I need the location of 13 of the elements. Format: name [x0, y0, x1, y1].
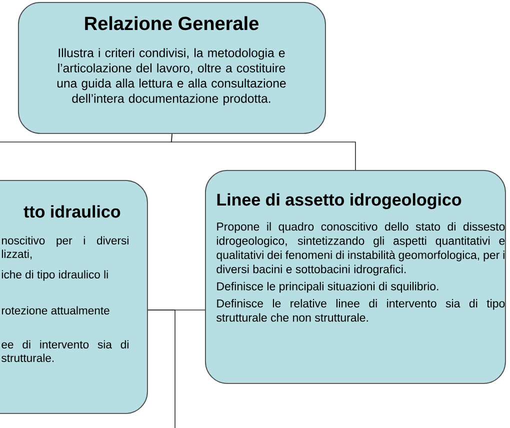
box-paragraph: Definisce le principali situazioni di squilibrio. [217, 282, 438, 293]
box-description: Illustra i criteri condivisi, la metodologia e l’articolazione del lavoro, oltre a costituire una guida alla lettura e alla consultazione dell’intera documentazione prodotta. [57, 48, 286, 106]
box-paragraph: Definisce le relative linee di intervento sia di tipo strutturale che non strutturale. [216, 299, 505, 322]
box-heading: Linee di assetto idrogeologico [217, 193, 462, 210]
box-paragraph: Propone il quadro conoscitivo dello stato di dissesto idrogeologico, sintetizzando gli aspetti quantitativi e qualitativi dei fenomeni di instabilità geomorfologica, per i diversi bacini e sottobacini idrografici. [216, 222, 505, 276]
box-paragraph: ee di intervento sia di strutturale. [2, 340, 128, 362]
box-paragraph: rotezione attualmente [2, 306, 110, 314]
connector-line [148, 310, 176, 428]
box-paragraph: iche di tipo idraulico li [2, 270, 108, 281]
connector-line [0, 134, 172, 142]
box-heading: Relazione Generale [85, 16, 258, 30]
box-heading: tto idraulico [24, 205, 120, 218]
box-paragraph: noscitivo per i diversi lizzati, [2, 236, 128, 260]
